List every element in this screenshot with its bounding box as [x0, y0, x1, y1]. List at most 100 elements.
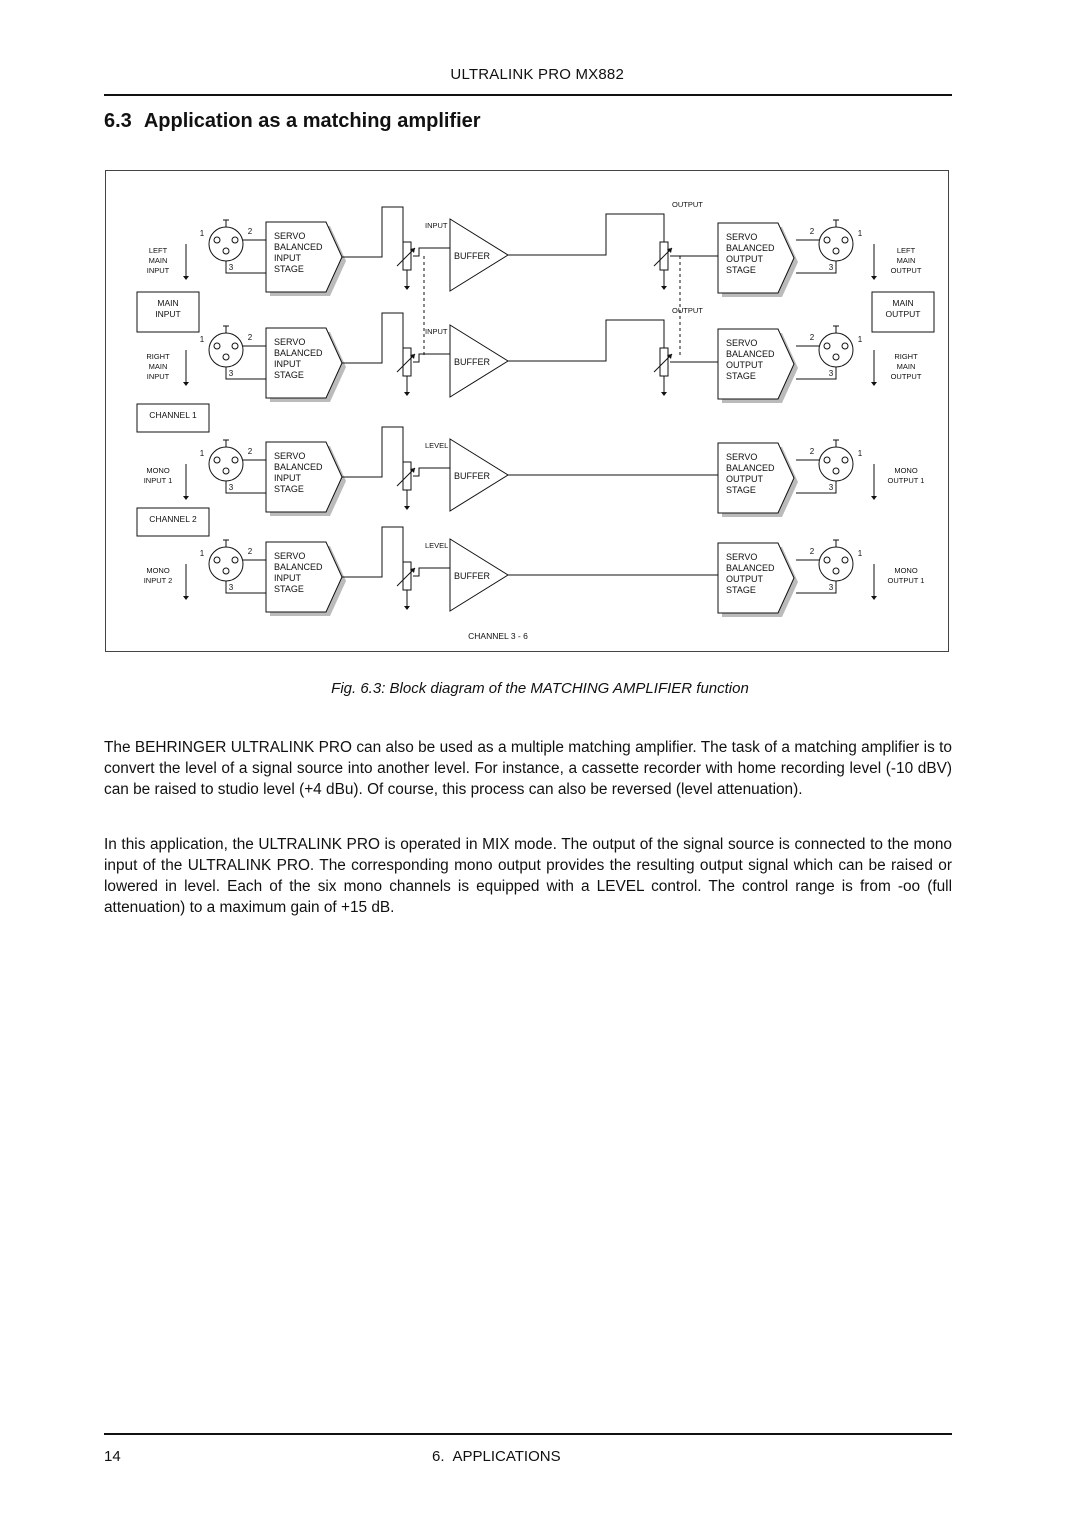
control-label: LEVEL — [425, 541, 448, 550]
wire — [413, 353, 450, 363]
xlr-pin-icon — [832, 353, 840, 361]
xlr-pin-icon — [841, 556, 849, 564]
xlr-pin-label: 2 — [248, 547, 253, 556]
wire — [508, 319, 665, 362]
xlr-pin-icon — [832, 467, 840, 475]
potentiometer-arrow-head — [410, 248, 415, 253]
servo-balanced-input-stage-label: BALANCED — [274, 462, 323, 472]
channel-1-box-label: CHANNEL 1 — [149, 410, 197, 420]
servo-balanced-output-stage-label: SERVO — [726, 338, 757, 348]
buffer-amplifier-icon — [449, 438, 509, 512]
servo-balanced-output-stage-label: BALANCED — [726, 243, 775, 253]
xlr-connector-icon — [818, 546, 854, 582]
servo-balanced-input-stage-label: BALANCED — [274, 562, 323, 572]
xlr-pin-label: 2 — [248, 447, 253, 456]
input-jack-label: INPUT — [147, 266, 170, 275]
servo-balanced-output-stage-label: STAGE — [726, 265, 756, 275]
output-jack-label: MAIN — [897, 256, 916, 265]
body-paragraph-2: In this application, the ULTRALINK PRO i… — [104, 836, 952, 916]
servo-balanced-output-stage-label: OUTPUT — [726, 574, 764, 584]
input-jack-label: MAIN — [149, 362, 168, 371]
xlr-pin-label: 3 — [829, 263, 834, 272]
chapter-title: APPLICATIONS — [452, 1448, 561, 1465]
xlr-pin-label: 2 — [810, 333, 815, 342]
ground-icon — [871, 276, 877, 280]
xlr-pin-label: 2 — [810, 547, 815, 556]
ground-icon — [404, 506, 410, 510]
footer-rule — [104, 1433, 952, 1435]
ground-icon — [404, 286, 410, 290]
input-jack-label: MAIN — [149, 256, 168, 265]
ground-icon — [183, 496, 189, 500]
servo-balanced-input-stage-label: STAGE — [274, 370, 304, 380]
servo-balanced-output-stage-label: STAGE — [726, 371, 756, 381]
servo-balanced-output-stage — [717, 222, 795, 294]
servo-balanced-input-stage-label: SERVO — [274, 451, 305, 461]
buffer-amplifier-icon — [449, 324, 509, 398]
xlr-pin-label: 3 — [229, 263, 234, 272]
xlr-pin-label: 3 — [829, 583, 834, 592]
section-title: Application as a matching amplifier — [143, 110, 481, 132]
ground-icon — [183, 596, 189, 600]
potentiometer-arrow-head — [410, 568, 415, 573]
xlr-pin-label: 1 — [200, 449, 205, 458]
servo-balanced-input-stage-label: INPUT — [274, 253, 302, 263]
servo-balanced-output-stage-label: STAGE — [726, 485, 756, 495]
section-number: 6.3 — [104, 110, 132, 132]
wire — [342, 206, 404, 258]
figure-caption: Fig. 6.3: Block diagram of the MATCHING … — [331, 680, 749, 697]
servo-balanced-input-stage-label: BALANCED — [274, 348, 323, 358]
xlr-connector-icon — [818, 226, 854, 262]
wire — [796, 481, 837, 494]
servo-balanced-output-stage-label: STAGE — [726, 585, 756, 595]
xlr-pin-icon — [222, 353, 230, 361]
buffer-label: BUFFER — [454, 251, 491, 261]
main-input-box — [136, 291, 200, 333]
servo-balanced-output-stage-label: BALANCED — [726, 563, 775, 573]
output-jack-label: MONO — [894, 566, 917, 575]
xlr-pin-label: 3 — [229, 583, 234, 592]
output-jack-label: MONO — [894, 466, 917, 475]
xlr-pin-icon — [222, 567, 230, 575]
output-jack-label: RIGHT — [894, 352, 918, 361]
xlr-pin-label: 1 — [200, 335, 205, 344]
wire — [413, 567, 450, 577]
xlr-pin-icon — [832, 247, 840, 255]
xlr-connector-icon — [818, 446, 854, 482]
wire — [342, 526, 404, 578]
potentiometer-arrow-head — [667, 354, 672, 359]
xlr-pin-icon — [231, 236, 239, 244]
ground-icon — [183, 382, 189, 386]
xlr-pin-icon — [231, 342, 239, 350]
servo-balanced-output-stage-label: BALANCED — [726, 463, 775, 473]
input-jack-label: INPUT — [147, 372, 170, 381]
output-jack-label: OUTPUT 1 — [888, 576, 925, 585]
xlr-connector-icon — [208, 226, 244, 262]
xlr-pin-label: 1 — [858, 335, 863, 344]
output-jack-label: LEFT — [897, 246, 916, 255]
buffer-label: BUFFER — [454, 471, 491, 481]
servo-balanced-output-stage — [717, 328, 795, 400]
xlr-pin-icon — [231, 456, 239, 464]
servo-balanced-output-stage-label: SERVO — [726, 232, 757, 242]
output-jack-label: OUTPUT 1 — [888, 476, 925, 485]
servo-balanced-input-stage-label: SERVO — [274, 231, 305, 241]
main-input-box-label: MAIN — [157, 298, 178, 308]
servo-balanced-output-stage-label: SERVO — [726, 452, 757, 462]
servo-balanced-input-stage-label: INPUT — [274, 473, 302, 483]
chapter-label: 6.APPLICATIONS — [432, 1448, 561, 1465]
servo-balanced-input-stage — [265, 441, 343, 513]
servo-balanced-output-stage — [717, 442, 795, 514]
xlr-pin-icon — [823, 236, 831, 244]
potentiometer-arrow-head — [410, 468, 415, 473]
channel-2-box-label: CHANNEL 2 — [149, 514, 197, 524]
wire — [796, 261, 837, 274]
xlr-pin-label: 3 — [829, 483, 834, 492]
xlr-pin-icon — [231, 556, 239, 564]
xlr-pin-icon — [222, 247, 230, 255]
control-label: INPUT — [425, 327, 448, 336]
channel-range-label: CHANNEL 3 - 6 — [468, 631, 528, 641]
xlr-pin-label: 2 — [810, 447, 815, 456]
